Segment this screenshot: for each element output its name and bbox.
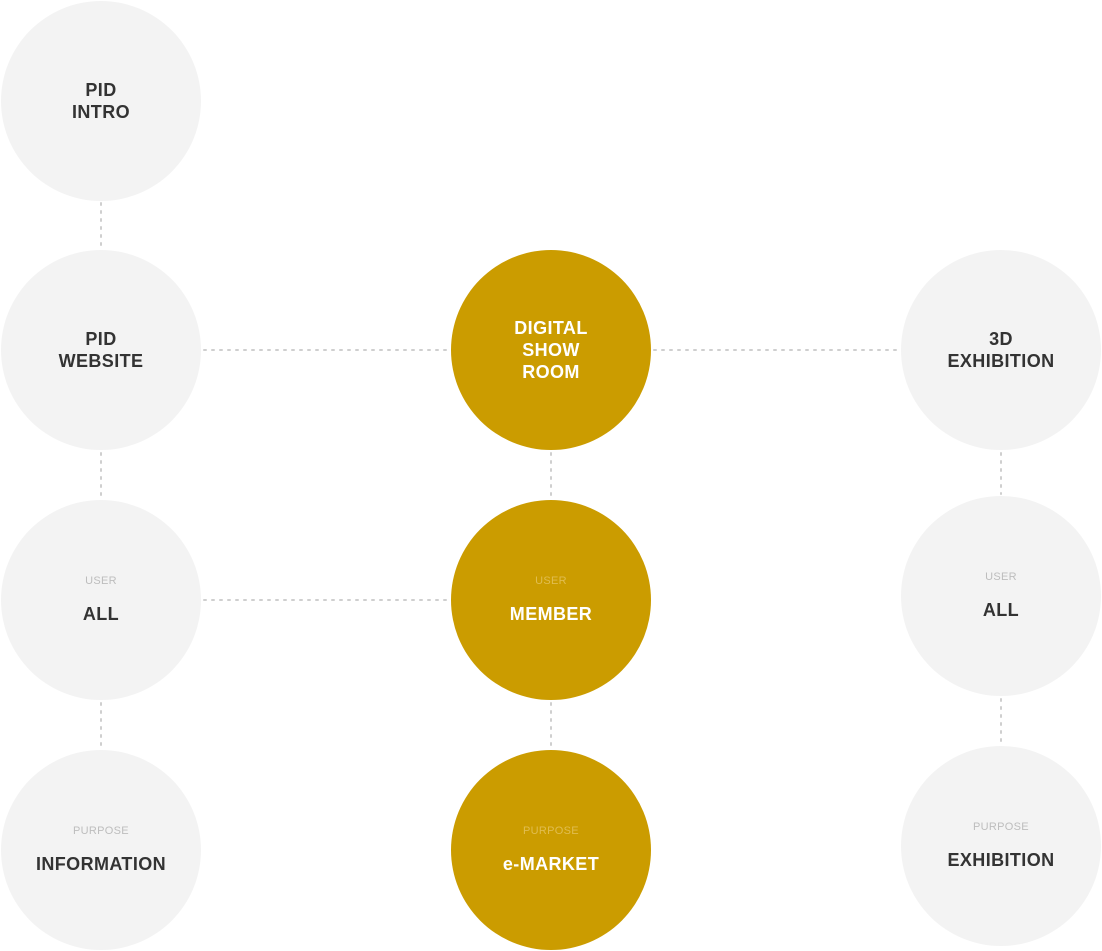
node-caption: PURPOSE	[73, 825, 129, 837]
node-title: e-MARKET	[502, 854, 600, 874]
node-title: INFORMATION	[35, 854, 167, 874]
node-title: ALL	[982, 600, 1020, 620]
node-title: PID INTRO	[72, 80, 130, 122]
node-title: MEMBER	[509, 604, 593, 624]
node-purpose-emarket: PURPOSE e-MARKET	[451, 750, 651, 950]
node-caption: USER	[985, 571, 1017, 583]
node-caption: PURPOSE	[973, 821, 1029, 833]
node-user-all-right: USER ALL	[901, 496, 1101, 696]
node-user-all-left: USER ALL	[1, 500, 201, 700]
node-caption: USER	[85, 575, 117, 587]
node-title: DIGITAL SHOW ROOM	[514, 318, 588, 382]
node-title: ALL	[82, 604, 120, 624]
node-3d-exhibition: 3D EXHIBITION	[901, 250, 1101, 450]
node-user-member: USER MEMBER	[451, 500, 651, 700]
node-purpose-exhibition: PURPOSE EXHIBITION	[901, 746, 1101, 946]
node-pid-website: PID WEBSITE	[1, 250, 201, 450]
node-title: EXHIBITION	[947, 850, 1055, 870]
node-purpose-information: PURPOSE INFORMATION	[1, 750, 201, 950]
node-title: PID WEBSITE	[58, 329, 144, 371]
node-title: 3D EXHIBITION	[947, 329, 1055, 371]
node-digital-show-room: DIGITAL SHOW ROOM	[451, 250, 651, 450]
node-caption: PURPOSE	[523, 825, 579, 837]
node-caption: USER	[535, 575, 567, 587]
node-pid-intro: PID INTRO	[1, 1, 201, 201]
